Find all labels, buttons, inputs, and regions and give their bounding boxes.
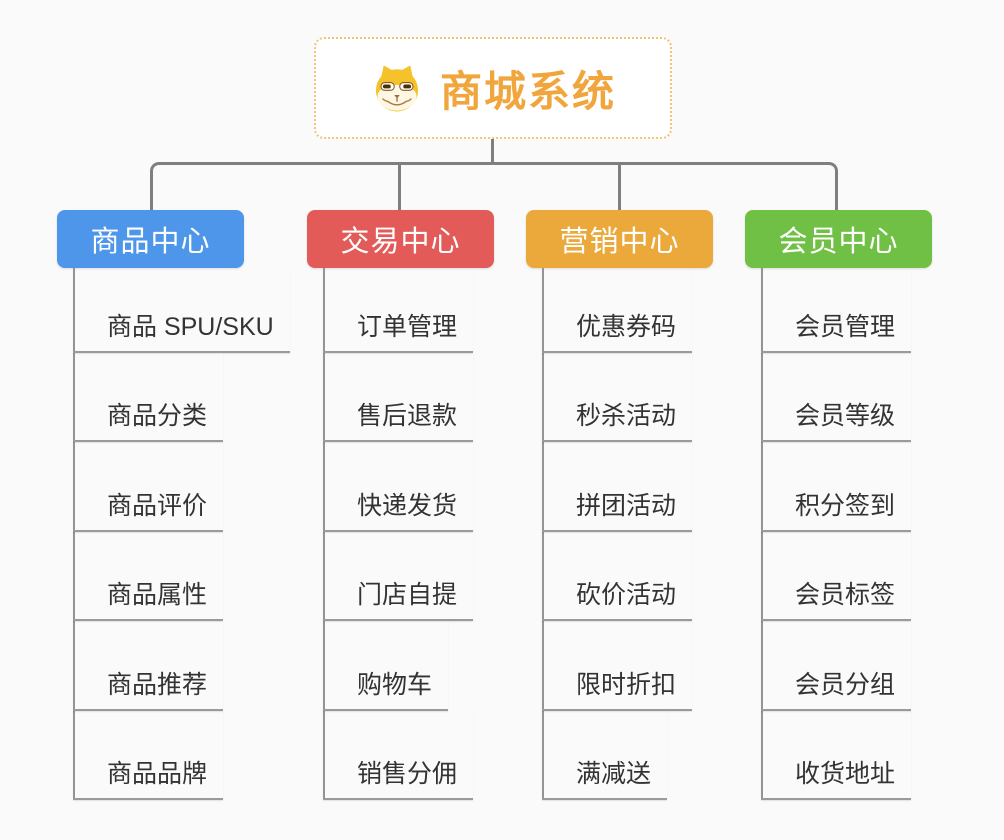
- connector-root-stem: [491, 139, 494, 164]
- topic-product-recommend[interactable]: 商品推荐: [73, 621, 224, 711]
- topic-store-pickup[interactable]: 门店自提: [323, 532, 474, 622]
- branch-connector-line: [73, 268, 75, 800]
- branch-product-center: 商品中心 商品 SPU/SKU 商品分类 商品评价 商品属性 商品推荐 商品品牌: [57, 210, 297, 800]
- topic-group-buying[interactable]: 拼团活动: [542, 442, 693, 532]
- topic-full-reduction[interactable]: 满减送: [542, 711, 668, 800]
- branch-node-marketing-center[interactable]: 营销中心: [526, 210, 713, 268]
- doge-face-icon: [375, 65, 419, 112]
- connector-drop-2: [398, 163, 401, 210]
- topic-member-group[interactable]: 会员分组: [761, 621, 912, 711]
- topic-bargain-activity[interactable]: 砍价活动: [542, 532, 693, 622]
- branch-connector-line: [323, 268, 325, 800]
- branch-marketing-center: 营销中心 优惠券码 秒杀活动 拼团活动 砍价活动 限时折扣 满减送: [526, 210, 766, 800]
- branch-connector-line: [761, 268, 763, 800]
- branch-connector-line: [542, 268, 544, 800]
- topic-member-level[interactable]: 会员等级: [761, 353, 912, 443]
- topic-member-management[interactable]: 会员管理: [761, 268, 912, 353]
- topic-product-category[interactable]: 商品分类: [73, 353, 224, 443]
- topic-sales-commission[interactable]: 销售分佣: [323, 711, 474, 800]
- topic-product-review[interactable]: 商品评价: [73, 442, 224, 532]
- connector-bus: [150, 162, 838, 210]
- topic-points-checkin[interactable]: 积分签到: [761, 442, 912, 532]
- root-node-mall-system[interactable]: 商城系统: [314, 37, 672, 139]
- topic-member-tag[interactable]: 会员标签: [761, 532, 912, 622]
- branch-node-member-center[interactable]: 会员中心: [745, 210, 932, 268]
- topic-product-attribute[interactable]: 商品属性: [73, 532, 224, 622]
- topic-order-management[interactable]: 订单管理: [323, 268, 474, 353]
- topic-flash-sale[interactable]: 秒杀活动: [542, 353, 693, 443]
- connector-drop-3: [618, 163, 621, 210]
- topic-coupon-code[interactable]: 优惠券码: [542, 268, 693, 353]
- branch-member-center: 会员中心 会员管理 会员等级 积分签到 会员标签 会员分组 收货地址: [745, 210, 985, 800]
- branch-node-trade-center[interactable]: 交易中心: [307, 210, 494, 268]
- topic-product-spu-sku[interactable]: 商品 SPU/SKU: [73, 268, 290, 353]
- topic-shipping-address[interactable]: 收货地址: [761, 711, 912, 800]
- topic-shopping-cart[interactable]: 购物车: [323, 621, 449, 711]
- topic-aftersale-refund[interactable]: 售后退款: [323, 353, 474, 443]
- topic-express-delivery[interactable]: 快递发货: [323, 442, 474, 532]
- topic-limited-time-discount[interactable]: 限时折扣: [542, 621, 693, 711]
- branch-node-product-center[interactable]: 商品中心: [57, 210, 244, 268]
- branch-trade-center: 交易中心 订单管理 售后退款 快递发货 门店自提 购物车 销售分佣: [307, 210, 547, 800]
- root-title: 商城系统: [439, 67, 616, 115]
- topic-product-brand[interactable]: 商品品牌: [73, 711, 224, 800]
